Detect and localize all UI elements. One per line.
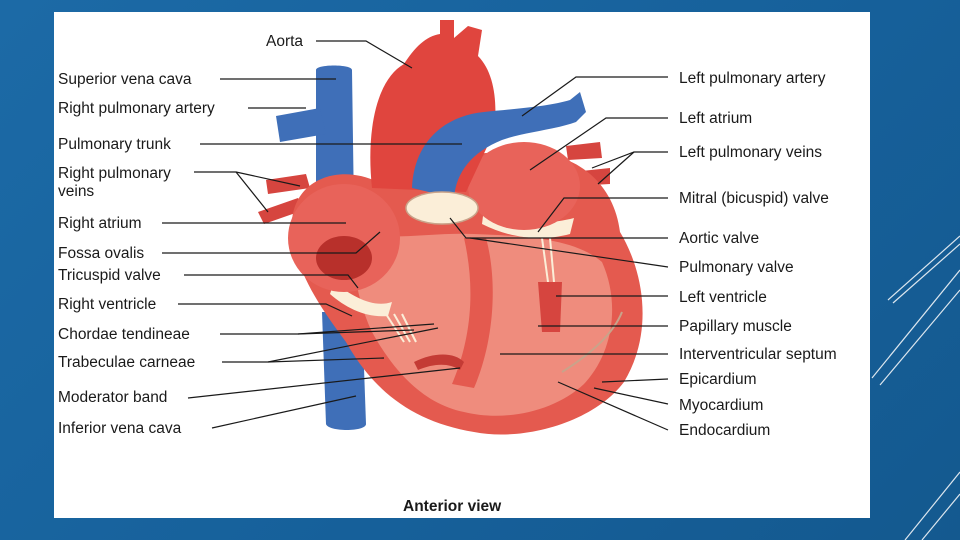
moderator-band-shape <box>414 354 464 370</box>
leader-trabeculae-carneae-2 <box>267 357 385 363</box>
leader-left-pulmonary-artery <box>521 76 668 117</box>
leader-fossa-ovalis <box>162 231 381 254</box>
leader-aortic-valve <box>449 217 668 239</box>
decorative-corner-lines <box>871 235 960 540</box>
labels-right: Left pulmonary artery Left atrium Left p… <box>679 70 837 439</box>
label-inferior-vena-cava: Inferior vena cava <box>58 420 182 437</box>
epicardium-layer <box>561 311 623 373</box>
leader-lines <box>162 40 669 431</box>
right-pulmonary-artery-shape <box>276 108 326 142</box>
label-pulmonary-valve: Pulmonary valve <box>679 259 794 276</box>
leader-right-ventricle <box>178 303 353 317</box>
label-right-pulmonary-artery: Right pulmonary artery <box>58 100 215 117</box>
leader-left-atrium <box>529 117 668 171</box>
leader-aorta <box>316 40 413 69</box>
label-myocardium: Myocardium <box>679 397 763 414</box>
chordae-tendineae-shape <box>385 237 555 343</box>
leader-left-pulmonary-veins-2 <box>597 151 635 185</box>
leader-mitral-valve <box>537 197 668 233</box>
aortic-valve-ring <box>405 191 479 225</box>
label-aortic-valve: Aortic valve <box>679 230 759 247</box>
leader-moderator-band <box>187 367 461 399</box>
labels-left: Superior vena cava Right pulmonary arter… <box>58 71 215 437</box>
label-chordae-tendineae: Chordae tendineae <box>58 326 190 343</box>
label-epicardium: Epicardium <box>679 371 757 388</box>
label-right-pulmonary-veins-line2: veins <box>58 183 94 200</box>
leader-epicardium <box>601 378 669 383</box>
label-interventricular-septum: Interventricular septum <box>679 346 837 363</box>
label-endocardium: Endocardium <box>679 422 770 439</box>
label-right-atrium: Right atrium <box>58 215 142 232</box>
label-mitral-valve: Mitral (bicuspid) valve <box>679 190 829 207</box>
leader-tricuspid-valve <box>184 274 359 289</box>
leader-inferior-vena-cava <box>211 395 357 429</box>
leader-right-pulmonary-veins-2 <box>235 171 301 187</box>
papillary-muscle-shape <box>538 282 562 332</box>
label-aorta: Aorta <box>266 33 303 50</box>
pulmonary-trunk-shape <box>412 92 586 198</box>
label-left-pulmonary-veins: Left pulmonary veins <box>679 144 822 161</box>
fossa-ovalis-shape <box>316 236 372 280</box>
labels-top: Aorta <box>266 33 303 50</box>
label-fossa-ovalis: Fossa ovalis <box>58 245 144 262</box>
label-superior-vena-cava: Superior vena cava <box>58 71 192 88</box>
label-papillary-muscle: Papillary muscle <box>679 318 792 335</box>
caption-anterior-view: Anterior view <box>403 498 502 515</box>
leader-right-pulmonary-veins <box>194 171 269 213</box>
leader-left-pulmonary-veins <box>591 151 668 169</box>
label-left-atrium: Left atrium <box>679 110 752 127</box>
leader-endocardium <box>557 381 669 431</box>
label-pulmonary-trunk: Pulmonary trunk <box>58 136 171 153</box>
label-trabeculae-carneae: Trabeculae carneae <box>58 354 195 371</box>
leader-pulmonary-valve <box>469 237 669 268</box>
septum-shape <box>452 238 493 388</box>
label-right-pulmonary-veins-line1: Right pulmonary <box>58 165 171 182</box>
label-right-ventricle: Right ventricle <box>58 296 156 313</box>
label-moderator-band: Moderator band <box>58 389 167 406</box>
label-tricuspid-valve: Tricuspid valve <box>58 267 161 284</box>
heart-illustration <box>258 20 643 435</box>
label-left-pulmonary-artery: Left pulmonary artery <box>679 70 826 87</box>
heart-figure-panel: Superior vena cava Right pulmonary arter… <box>54 12 870 518</box>
leader-myocardium <box>593 387 669 405</box>
left-atrium-shape <box>468 142 580 230</box>
label-left-ventricle: Left ventricle <box>679 289 767 306</box>
heart-anatomy-diagram: Superior vena cava Right pulmonary arter… <box>58 20 837 515</box>
leader-chordae-tendineae-2 <box>297 323 435 335</box>
